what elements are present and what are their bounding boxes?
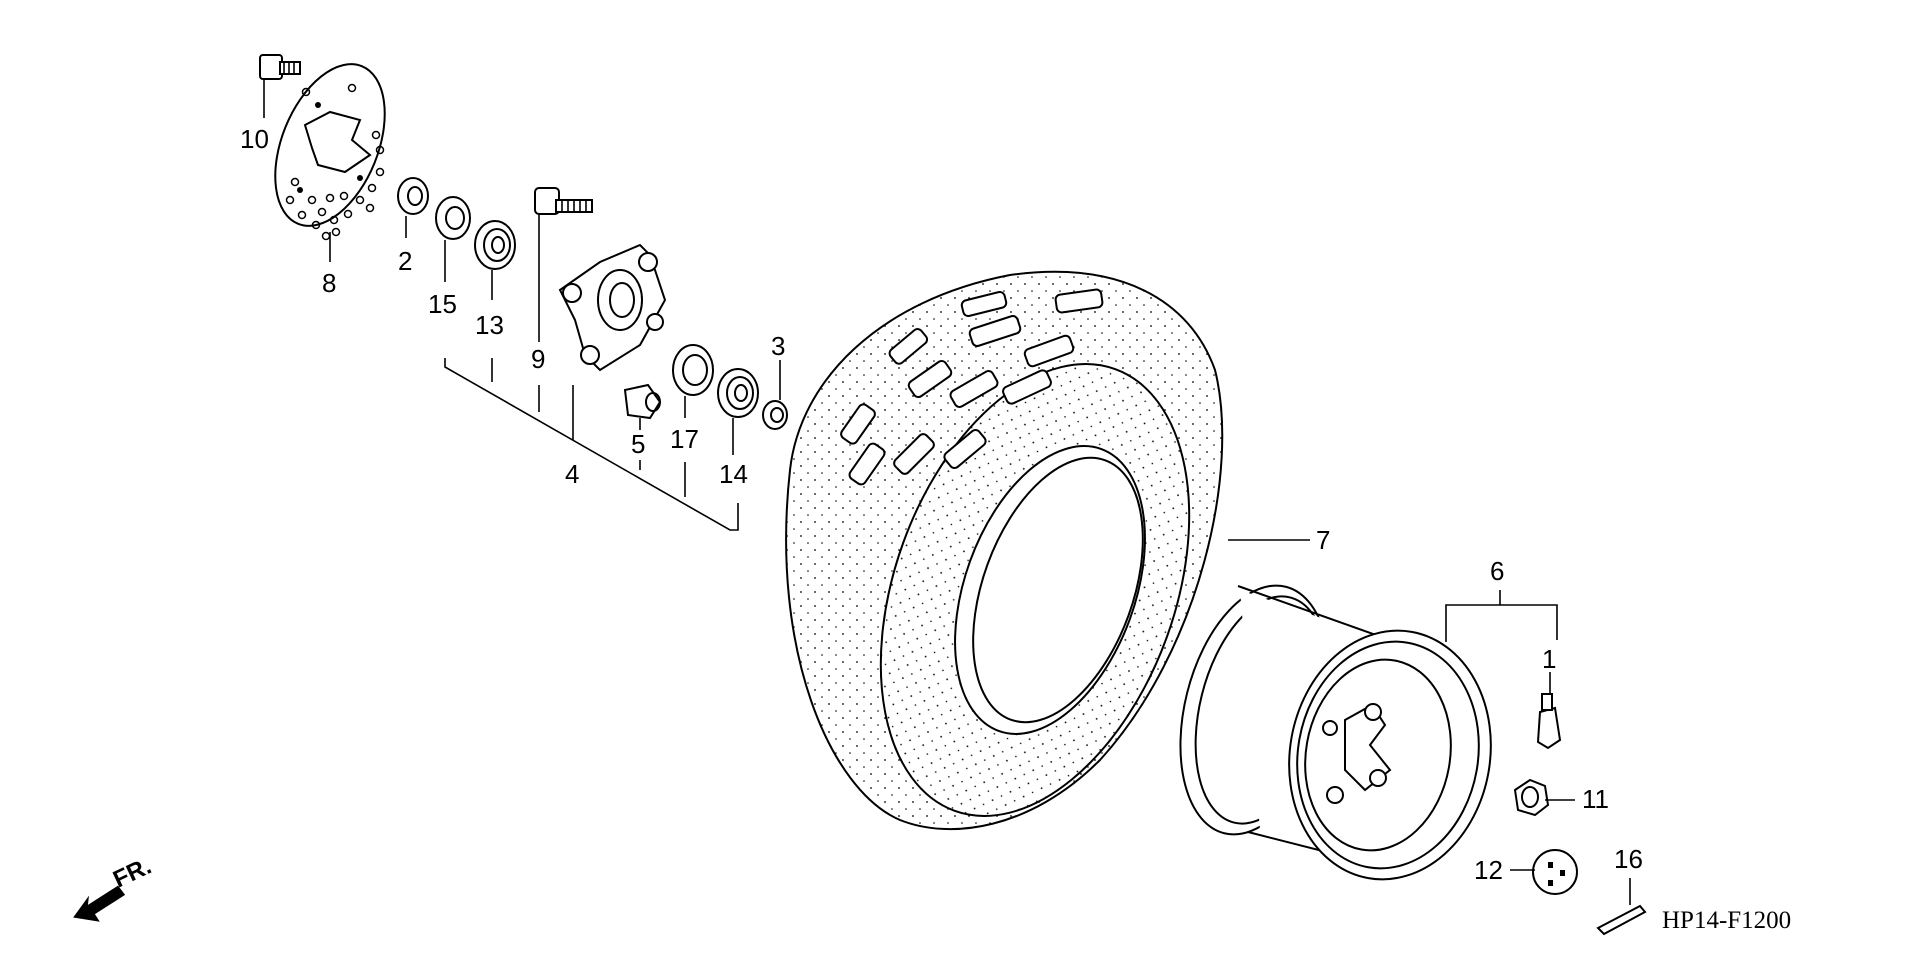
diagram-code: HP14-F1200	[1662, 907, 1791, 934]
callout-labels: 10 8 2 15 13 9 4 5 17 14 3 7 6 1 11 12 1…	[240, 124, 1643, 885]
wheel-nut-drawing	[1513, 778, 1550, 817]
bearing-drawing	[474, 220, 516, 270]
callout-4: 4	[565, 459, 579, 489]
brake-disc-drawing	[274, 63, 386, 241]
callout-8: 8	[322, 268, 336, 298]
distance-collar-drawing	[762, 400, 788, 430]
callout-6: 6	[1490, 556, 1504, 586]
callout-16: 16	[1614, 844, 1643, 874]
valve-stem-drawing	[1536, 693, 1562, 750]
hub-stud-drawing	[534, 187, 593, 215]
callout-5: 5	[631, 429, 645, 459]
callout-2: 2	[398, 246, 412, 276]
callout-7: 7	[1316, 525, 1330, 555]
callout-11: 11	[1582, 784, 1609, 814]
callout-3: 3	[771, 331, 785, 361]
disc-bolt-drawing	[259, 54, 301, 80]
callout-15: 15	[428, 289, 457, 319]
castle-nut-drawing	[1532, 849, 1578, 895]
callout-12: 12	[1474, 855, 1503, 885]
wheel-hub-drawing	[558, 243, 667, 372]
oil-seal-outer-drawing	[672, 344, 714, 396]
cotter-pin-drawing	[1596, 904, 1647, 936]
bearing-outer-drawing	[717, 368, 759, 418]
front-direction-arrow: FR.	[73, 853, 156, 922]
callout-14: 14	[719, 459, 748, 489]
callout-10: 10	[240, 124, 269, 154]
oil-seal-drawing	[435, 196, 471, 240]
wheel-rim-drawing	[1179, 584, 1492, 881]
callout-1: 1	[1542, 644, 1556, 674]
leader-lines	[263, 80, 1631, 905]
collar-hub-drawing	[623, 383, 662, 420]
tire-drawing	[785, 270, 1224, 831]
callout-9: 9	[531, 344, 545, 374]
callout-13: 13	[475, 310, 504, 340]
dust-seal-drawing	[397, 177, 429, 215]
callout-17: 17	[670, 424, 699, 454]
